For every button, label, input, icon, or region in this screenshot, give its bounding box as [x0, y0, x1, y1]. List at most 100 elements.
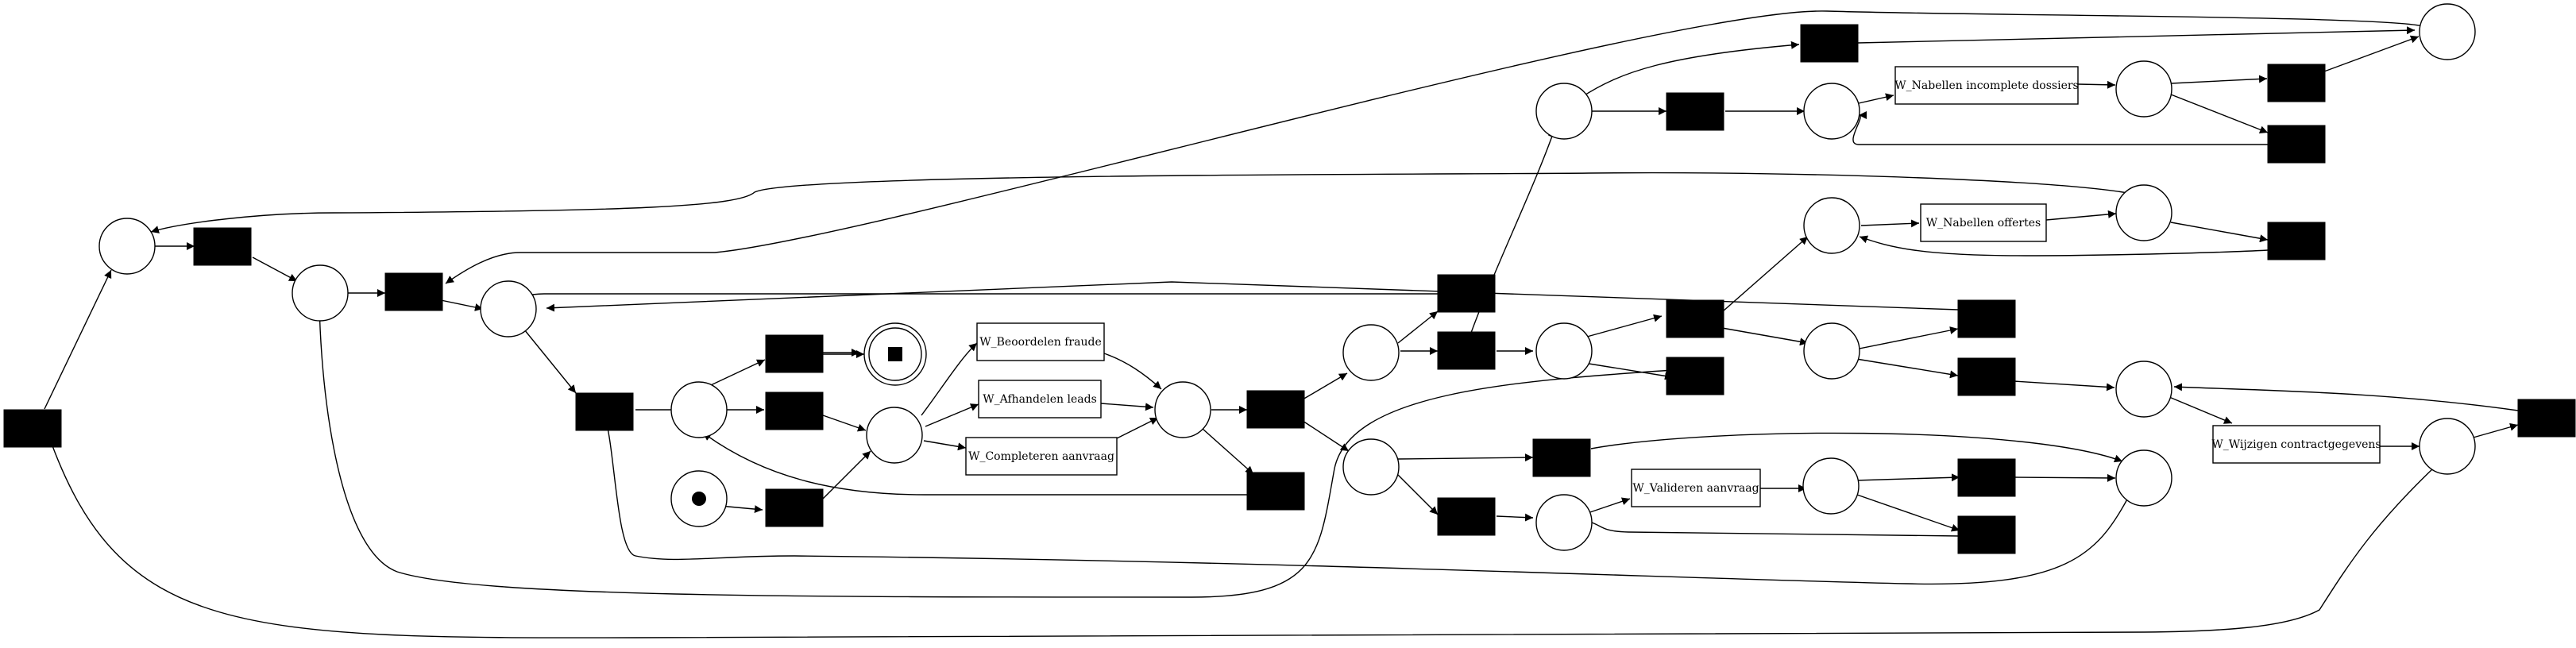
transition-label: W_Valideren aanvraag — [1632, 482, 1759, 495]
place — [2419, 3, 2476, 60]
place — [2115, 449, 2172, 507]
arc — [1582, 517, 1960, 537]
silent-transition — [193, 227, 252, 266]
silent-transition — [575, 392, 634, 431]
arc — [1302, 372, 1348, 400]
place — [292, 264, 349, 322]
arc — [1397, 453, 1534, 462]
silent-transition — [1957, 515, 2016, 554]
arc — [2470, 422, 2519, 439]
silent-transition — [1246, 472, 1305, 511]
arc — [1397, 474, 1439, 515]
arc — [1852, 111, 2268, 145]
arc — [719, 505, 763, 514]
arc — [1721, 327, 1809, 346]
place — [1802, 457, 1860, 515]
place — [1342, 324, 1400, 381]
place — [1803, 197, 1860, 254]
place — [1342, 438, 1400, 496]
silent-transition — [2517, 399, 2576, 438]
transition-wijzigen-contractgegevens[interactable]: W_Wijzigen contractgegevens — [2211, 425, 2381, 464]
silent-transition — [1437, 331, 1496, 370]
arc — [1856, 358, 1959, 379]
arc — [546, 281, 1959, 312]
place — [2115, 60, 2172, 118]
arc — [2173, 383, 2519, 411]
arc — [1590, 432, 2123, 463]
place — [1803, 322, 1860, 380]
arc — [2169, 396, 2233, 424]
arc — [1582, 497, 1631, 515]
transition-nabellen-incomplete-dossiers[interactable]: W_Nabellen incomplete dossiers — [1894, 66, 2079, 105]
arc — [2014, 473, 2116, 482]
arc — [925, 403, 979, 427]
transition-valideren-aanvraag[interactable]: W_Valideren aanvraag — [1631, 469, 1761, 507]
transition-label: W_Completeren aanvraag — [968, 450, 1114, 463]
arc — [1496, 513, 1534, 522]
place — [866, 407, 923, 464]
transition-completeren-aanvraag[interactable]: W_Completeren aanvraag — [965, 437, 1118, 476]
arc — [1722, 236, 1809, 312]
silent-transition — [765, 488, 824, 527]
arc — [1580, 40, 1800, 98]
labeled-transitions: W_Beoordelen fraude W_Afhandelen leads W… — [965, 66, 2381, 507]
arc — [1857, 26, 2416, 44]
silent-transition — [765, 334, 824, 373]
arc — [702, 432, 1247, 496]
silent-transition — [1666, 299, 1724, 338]
arc — [2170, 75, 2268, 84]
arc — [489, 293, 1438, 308]
arc — [1116, 417, 1159, 439]
transition-label: W_Nabellen offertes — [1926, 217, 2041, 230]
arc — [921, 342, 978, 416]
arc — [822, 415, 867, 432]
arc — [2323, 35, 2420, 72]
arc — [1202, 428, 1254, 475]
arc — [1302, 420, 1350, 452]
transition-label: W_Beoordelen fraude — [979, 336, 1101, 349]
place — [1803, 83, 1860, 140]
arc — [1854, 493, 1960, 532]
arc — [923, 440, 967, 451]
place — [1535, 83, 1593, 140]
place — [2115, 361, 2172, 418]
place — [1154, 381, 1211, 438]
arc — [1103, 353, 1162, 390]
silent-transition — [1437, 274, 1496, 313]
transition-beoordelen-fraude[interactable]: W_Beoordelen fraude — [976, 322, 1105, 361]
arcs — [44, 10, 2519, 638]
place — [670, 381, 728, 438]
silent-transition — [1957, 458, 2016, 497]
arc — [44, 269, 112, 410]
place — [1535, 322, 1593, 380]
place — [1535, 494, 1593, 551]
silent-transition — [1437, 497, 1496, 536]
arc — [1100, 403, 1154, 411]
transition-nabellen-offertes[interactable]: W_Nabellen offertes — [1920, 203, 2047, 242]
silent-transition — [2267, 125, 2326, 164]
silent-transition — [2267, 222, 2326, 260]
silent-transition — [384, 272, 443, 311]
arc — [1854, 473, 1960, 482]
arc — [1397, 310, 1439, 344]
arc — [1858, 93, 1894, 104]
silent-transition — [1666, 357, 1724, 395]
transition-afhandelen-leads[interactable]: W_Afhandelen leads — [978, 380, 1102, 418]
transition-label: W_Wijzigen contractgegevens — [2211, 438, 2381, 451]
end-marker — [888, 347, 902, 361]
start-token — [692, 492, 706, 506]
arc — [523, 329, 577, 394]
arc — [2170, 94, 2269, 133]
silent-transition — [1532, 438, 1591, 477]
transition-label: W_Nabellen incomplete dossiers — [1894, 79, 2078, 92]
arc — [150, 172, 2143, 233]
places — [98, 3, 2476, 551]
place — [98, 218, 156, 275]
arc — [252, 256, 298, 282]
arc — [315, 276, 1674, 598]
silent-transition — [3, 409, 62, 448]
arc — [822, 450, 871, 499]
place — [2115, 184, 2172, 241]
place — [2419, 418, 2476, 475]
